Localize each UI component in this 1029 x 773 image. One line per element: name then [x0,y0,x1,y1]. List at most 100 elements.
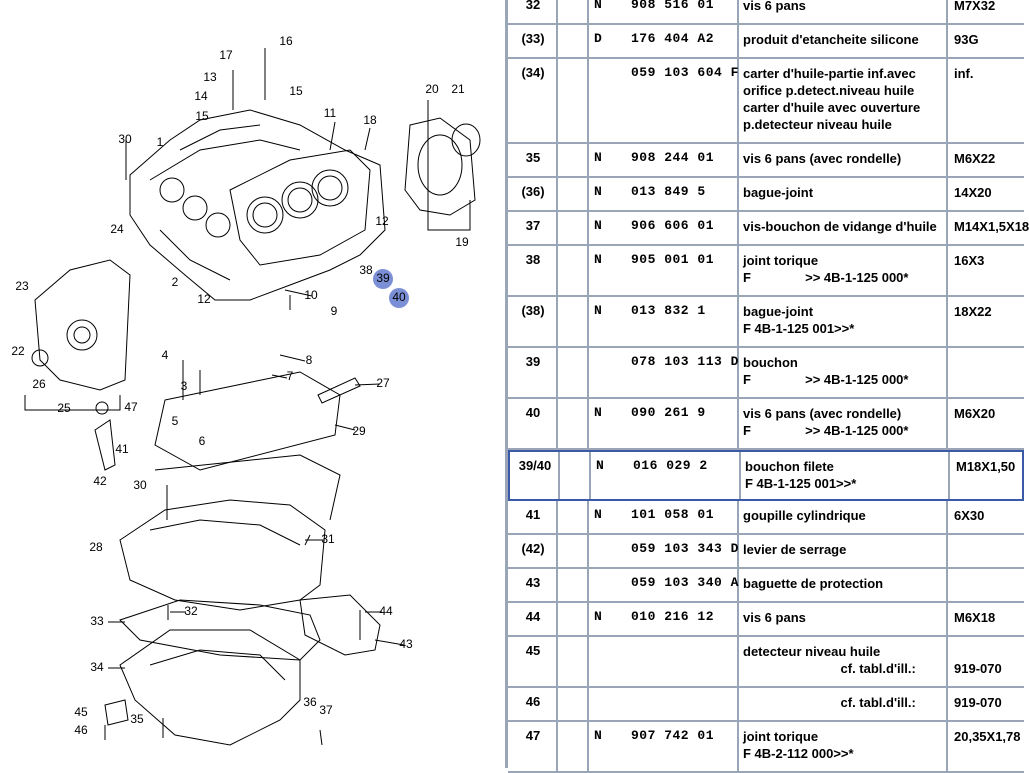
callout-42[interactable]: 42 [93,474,107,488]
column-divider [508,637,558,686]
callout-12[interactable]: 12 [197,292,211,306]
callout-4[interactable]: 4 [162,348,169,362]
column-divider [508,297,558,346]
callout-38[interactable]: 38 [359,263,373,277]
callout-37[interactable]: 37 [319,703,333,717]
part-description: vis 6 pans (avec rondelle) [743,151,902,166]
callout-35[interactable]: 35 [130,712,144,726]
callout-40-highlighted[interactable]: 40 [389,288,409,308]
callout-31[interactable]: 31 [321,532,335,546]
column-divider [946,348,948,397]
callout-39-highlighted[interactable]: 39 [373,269,393,289]
callout-14[interactable]: 14 [194,89,208,103]
callout-9[interactable]: 9 [331,304,338,318]
column-divider [587,59,589,142]
callout-21[interactable]: 21 [451,82,465,96]
callout-12[interactable]: 12 [375,214,389,228]
position-number: (38) [521,303,545,318]
callout-11[interactable]: 11 [324,106,337,120]
callout-2[interactable]: 2 [172,275,179,289]
callout-36[interactable]: 36 [303,695,317,709]
callout-43[interactable]: 43 [399,637,413,651]
column-divider [737,212,739,244]
part-number: 013 849 5 [631,184,706,199]
callout-26[interactable]: 26 [32,377,46,391]
column-divider [508,603,558,635]
panel-divider[interactable] [505,0,508,768]
column-divider [587,399,589,448]
part-description: carter d'huile-partie inf.avec [743,66,916,81]
table-row[interactable]: 46 cf. tabl.d'ill.:919-070 [508,688,1024,722]
callout-10[interactable]: 10 [304,288,318,302]
callout-7[interactable]: 7 [287,369,294,383]
part-specification: 919-070 [954,695,1002,710]
callout-16[interactable]: 16 [279,34,293,48]
callout-19[interactable]: 19 [455,235,469,249]
callout-15[interactable]: 15 [289,84,303,98]
callout-1[interactable]: 1 [157,135,164,149]
callout-6[interactable]: 6 [199,434,206,448]
callout-13[interactable]: 13 [203,70,217,84]
callout-15[interactable]: 15 [195,109,209,123]
column-divider [587,212,589,244]
part-description: cf. tabl.d'ill.: [743,695,916,710]
position-number: 37 [525,218,541,233]
callout-3[interactable]: 3 [181,379,188,393]
callout-5[interactable]: 5 [172,414,179,428]
part-number: 905 001 01 [631,252,715,267]
callout-22[interactable]: 22 [11,344,25,358]
position-number: 35 [525,150,541,165]
column-divider [587,637,589,686]
callout-44[interactable]: 44 [379,604,393,618]
callout-8[interactable]: 8 [306,353,313,367]
callout-32[interactable]: 32 [184,604,198,618]
callout-20[interactable]: 20 [425,82,439,96]
svg-text:39: 39 [376,271,390,285]
part-specification: inf. [954,66,974,81]
callout-28[interactable]: 28 [89,540,103,554]
column-divider [510,452,560,499]
callout-41[interactable]: 41 [115,442,129,456]
callout-47[interactable]: 47 [124,400,138,414]
callout-18[interactable]: 18 [363,113,377,127]
callout-46[interactable]: 46 [74,723,88,737]
column-divider [587,535,589,567]
callout-29[interactable]: 29 [352,424,366,438]
callout-25[interactable]: 25 [57,401,71,415]
callout-27[interactable]: 27 [376,376,390,390]
callout-34[interactable]: 34 [90,660,104,674]
part-specification: 14X20 [954,185,992,200]
column-divider [946,246,948,295]
callout-30[interactable]: 30 [133,478,147,492]
part-description: F 4B-1-125 001>>* [743,321,855,336]
callout-30[interactable]: 30 [118,132,132,146]
callout-33[interactable]: 33 [90,614,104,628]
part-description: detecteur niveau huile [743,644,881,659]
callout-45[interactable]: 45 [74,705,88,719]
callout-17[interactable]: 17 [219,48,233,62]
column-divider [737,348,739,397]
callout-24[interactable]: 24 [110,222,124,236]
column-divider [508,569,558,601]
column-divider [946,535,948,567]
callout-23[interactable]: 23 [15,279,29,293]
part-specification: M7X32 [954,0,996,13]
